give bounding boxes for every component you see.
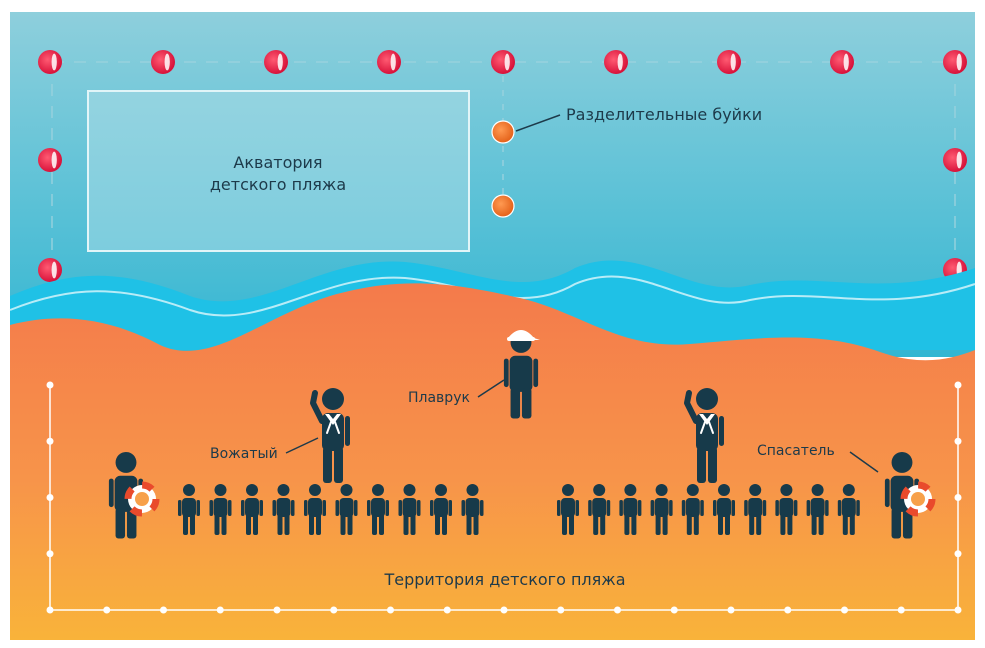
instructor-pointer <box>477 379 505 398</box>
boundary-dot <box>46 550 54 558</box>
instructor-label: Плаврук <box>408 390 470 406</box>
boundary-dot <box>443 606 451 614</box>
boundary-buoy-icon <box>377 50 401 74</box>
boundary-dot <box>46 494 54 501</box>
child-figure-icon <box>837 484 860 535</box>
boundary-dot <box>841 606 848 614</box>
instructor-figure-icon <box>503 330 540 419</box>
boundary-buoy-icon <box>38 148 62 172</box>
lifeguard-label: Спасатель <box>757 443 835 459</box>
lifeguard-figure-icon <box>884 452 936 539</box>
boundary-buoy-icon <box>717 50 741 74</box>
boundary-dot <box>160 606 167 614</box>
boundary-buoy-icon <box>264 50 288 74</box>
water-zone-label-line1: Акватория <box>233 153 322 172</box>
child-figure-icon <box>398 484 421 535</box>
boundary-dot <box>614 606 621 614</box>
boundary-dot <box>954 437 962 445</box>
child-figure-icon <box>209 484 232 535</box>
boundary-dot <box>216 606 224 614</box>
divider-buoy-icon <box>491 194 515 218</box>
boundary-dot <box>387 606 394 614</box>
lifebuoy-icon <box>900 481 936 517</box>
child-figure-icon <box>557 484 579 535</box>
boundary-dot <box>954 550 962 558</box>
buoys-group <box>38 50 967 282</box>
boundary-dot <box>46 437 54 445</box>
child-figure-icon <box>461 484 484 535</box>
boundary-buoy-icon <box>38 258 62 282</box>
child-figure-icon <box>241 484 263 535</box>
boundary-buoy-icon <box>830 50 854 74</box>
boundary-dot <box>103 606 111 614</box>
lifebuoy-icon <box>124 481 160 517</box>
child-figure-icon <box>367 484 389 535</box>
boundary-dot <box>670 606 678 614</box>
child-figure-icon <box>619 484 642 535</box>
children-group <box>178 484 860 535</box>
child-figure-icon <box>430 484 452 535</box>
child-figure-icon <box>806 484 829 535</box>
counselor-pointer <box>285 437 319 454</box>
sand-area <box>10 283 975 640</box>
boundary-dot <box>46 606 54 614</box>
boundary-dot <box>46 381 54 389</box>
boundary-buoy-icon <box>491 50 515 74</box>
lifeguard-figure-icon <box>108 452 160 539</box>
child-figure-icon <box>272 484 295 535</box>
boundary-buoy-icon <box>943 148 967 172</box>
divider-buoy-icon <box>491 120 515 144</box>
child-figure-icon <box>775 484 798 535</box>
water-zone-box <box>87 90 470 252</box>
child-figure-icon <box>713 484 735 535</box>
boundary-dot <box>273 606 281 614</box>
divider-buoys-label: Разделительные буйки <box>566 105 762 124</box>
boundary-dot <box>500 606 508 614</box>
child-figure-icon <box>588 484 611 535</box>
boundary-dot <box>954 606 962 614</box>
beach-boundary <box>46 381 962 614</box>
boundary-dot <box>954 381 962 389</box>
counselor-figure-icon <box>684 388 724 483</box>
child-figure-icon <box>650 484 673 535</box>
child-figure-icon <box>178 484 200 535</box>
boundary-dot <box>954 494 962 501</box>
boundary-buoy-icon <box>943 50 967 74</box>
child-figure-icon <box>335 484 358 535</box>
boundary-dot <box>727 606 735 614</box>
child-figure-icon <box>681 484 704 535</box>
lifeguard-pointer <box>849 451 879 473</box>
boundary-dot <box>557 606 565 614</box>
beach-zone-label: Территория детского пляжа <box>384 570 626 589</box>
boundary-buoy-icon <box>604 50 628 74</box>
boundary-buoy-icon <box>151 50 175 74</box>
boundary-dot <box>897 606 905 614</box>
child-figure-icon <box>304 484 326 535</box>
divider-buoys-pointer <box>515 114 561 132</box>
boundary-dot <box>784 606 792 614</box>
boundary-dot <box>330 606 338 614</box>
child-figure-icon <box>744 484 767 535</box>
counselor-label: Вожатый <box>210 446 278 462</box>
adults-group <box>108 330 936 539</box>
water-zone-label-line2: детского пляжа <box>210 175 346 194</box>
counselor-figure-icon <box>310 388 350 483</box>
boundary-buoy-icon <box>38 50 62 74</box>
